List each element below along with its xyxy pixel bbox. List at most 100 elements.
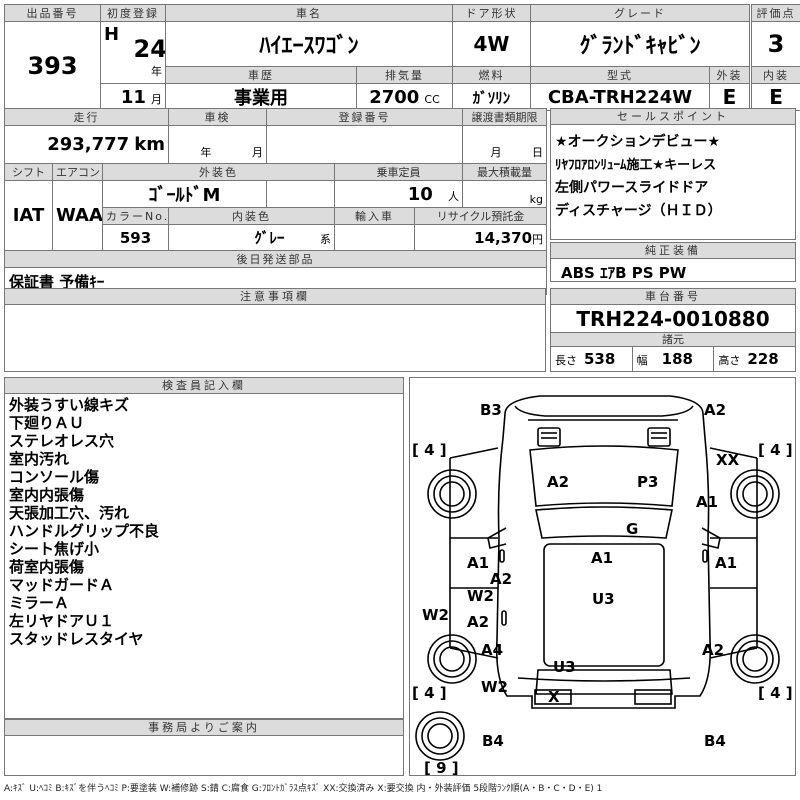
windshield [535,506,673,539]
mark-a4: A4 [481,641,503,659]
car-name: ﾊｲｴｰｽﾜｺﾞﾝ [165,21,453,67]
ext-color-extra [266,180,335,208]
sales-points-label: セールスポイント [551,109,795,125]
capacity: 10 人 [333,180,464,208]
recycle-label: リサイクル預託金 [413,207,548,225]
mark-a1-roof: A1 [591,549,613,567]
cabin-floor [517,677,691,682]
right-mirror [701,527,721,549]
shift-label: シフト [4,163,53,181]
right-door-handle [702,549,708,563]
inspector-label: 検査員記入欄 [5,378,403,394]
tire-depth-rear-right: [ 4 ] [758,684,793,702]
rear-light [634,689,672,705]
spec-height: 高さ 228 [718,350,779,368]
inspector-line: 荷室内張傷 [9,558,85,576]
rear-left-tire [427,634,477,684]
int-color-label: 内装色 [168,207,335,225]
grade: ｸﾞﾗﾝﾄﾞｷｬﾋﾞﾝ [529,21,751,67]
door-type: 4W [452,21,531,67]
door-label: ドア形状 [452,4,531,22]
int-grade-label: 内装 [751,66,800,84]
max-load-label: 最大積載量 [462,163,548,181]
color-no-label: カラーNo. [102,207,169,225]
displacement: 2700 CC [356,83,453,111]
sales-point-line: ★オークションデビュー★ [555,134,721,150]
car-diagram-box: [ 4 ] [ 4 ] [ 4 ] [ 4 ] [ 9 ] B3 A2 XX A… [409,377,796,777]
sales-point-line: 左側パワースライドドア [555,180,709,196]
sales-point-line: ﾘﾔﾌﾛｱﾛﾝﾘｭｰﾑ施工★キーレス [555,158,717,173]
left-mirror [487,527,507,549]
ac: WAA [52,180,103,251]
mark-a2-top: A2 [704,401,726,419]
inspector-line: 左リヤドアＵ１ [9,612,115,630]
rear-gate [535,669,673,695]
car-diagram: [ 4 ] [ 4 ] [ 4 ] [ 4 ] [ 9 ] B3 A2 XX A… [412,395,793,777]
inspection-label: 車検 [168,108,267,126]
inspector-line: 室内内張傷 [9,486,85,504]
inspector-line: 下廻りＡＵ [9,414,85,432]
mark-b3: B3 [480,401,502,419]
mark-a2-right-rear: A2 [702,641,724,659]
reg-number-label: 登録番号 [265,108,464,126]
displacement-label: 排気量 [356,66,453,84]
mark-a1-right: A1 [715,554,737,572]
notes-value [5,305,545,309]
sales-point-line: ディスチャージ（ＨＩＤ） [555,203,722,219]
mark-b4-right: B4 [704,732,726,750]
mark-w2-far: W2 [422,606,449,624]
ext-grade: E [708,83,751,111]
tire-depth-spare: [ 9 ] [424,759,459,777]
roof [543,543,665,667]
left-slide-handle [501,610,507,626]
specs-row: 長さ 538 幅 188 高さ 228 [551,347,795,371]
inspector-line: コンソール傷 [9,468,100,486]
fuel-label: 燃料 [452,66,531,84]
first-reg-label: 初度登録 [100,4,166,22]
front-bumper [514,405,694,417]
inspector-line: シート焦げ小 [9,540,100,558]
spec-length: 長さ 538 [551,347,633,371]
mark-xx: XX [716,451,740,469]
mark-a2-left: A2 [490,570,512,588]
inspector-line: スタッドレスタイヤ [9,630,144,648]
office-value [5,736,403,740]
chassis-label: 車台番号 [551,289,795,305]
later-items-label: 後日発送部品 [3,250,548,268]
mark-x: X [548,688,560,706]
left-door-handle [499,549,505,563]
inspector-line: ハンドルグリップ不良 [9,522,160,540]
transfer-deadline: 月 日 [462,125,548,164]
transfer-deadline-label: 譲渡書類期限 [462,108,548,126]
ext-grade-label: 外装 [708,66,751,84]
score-label: 評価点 [751,4,800,22]
equipment-box: 純正装備 ABS ｴｱB PS PW [550,242,796,282]
mark-a2-left-low: A2 [467,613,489,631]
tire-depth-rear-left: [ 4 ] [412,684,447,702]
inspector-line: 外装うすい線キズ [9,396,130,414]
notes-label: 注意事項欄 [5,289,545,305]
mark-u3-roof: U3 [592,590,615,608]
equipment-value: ABS ｴｱB PS PW [561,264,687,282]
mark-b4-left: B4 [482,732,504,750]
notes-box: 注意事項欄 [4,288,546,372]
inspection-date: 年 月 [168,125,267,164]
int-grade: E [751,83,800,111]
tire-depth-front-right: [ 4 ] [758,441,793,459]
max-load: kg [462,180,548,208]
rear-right-tire [730,634,780,684]
left-headlight [537,427,561,447]
body-outline [495,395,712,709]
score: 3 [751,21,800,67]
inspector-line: マッドガードＡ [9,576,115,594]
office-label: 事務局よりご案内 [5,720,403,736]
color-no: 593 [102,224,169,251]
fuel: ｶﾞｿﾘﾝ [452,83,531,111]
int-color: ｸﾞﾚｰ 系 [168,224,335,251]
model: CBA-TRH224W [530,83,710,111]
ac-label: エアコン [52,163,103,181]
ext-color-label: 外装色 [102,163,335,181]
